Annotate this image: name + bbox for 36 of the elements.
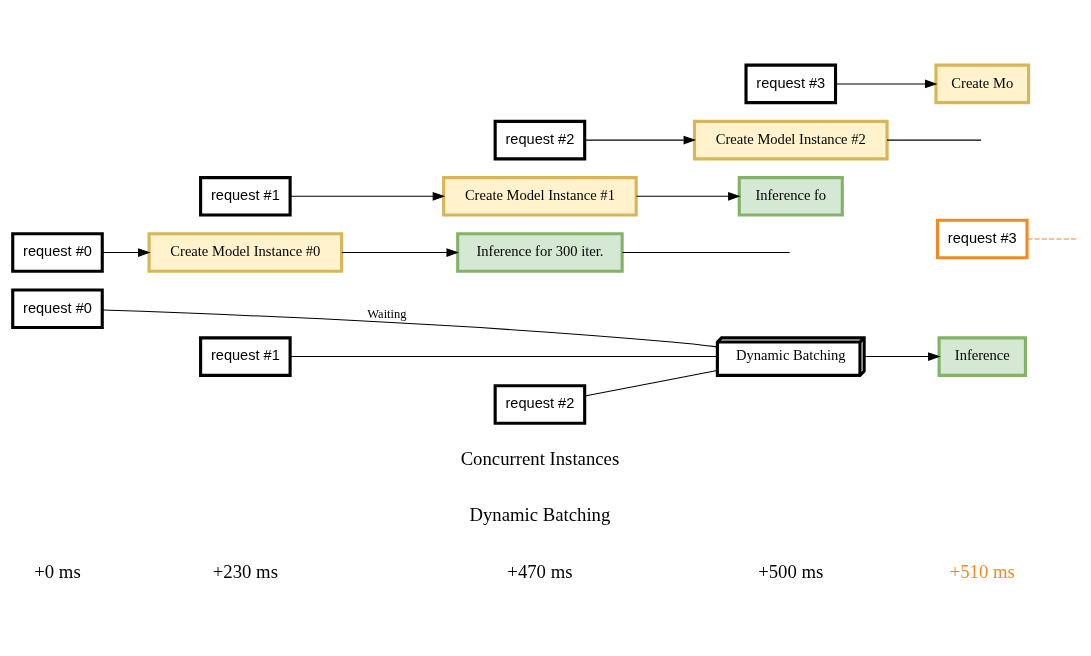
node-box: request #0 [11, 231, 104, 273]
node-box: request #2 [493, 119, 587, 160]
connector [101, 309, 718, 347]
arrow [341, 247, 459, 257]
node-box: request #1 [199, 335, 292, 377]
arrow [102, 247, 151, 257]
label: +0 ms [34, 560, 81, 582]
node-box: request #3 [935, 218, 1029, 259]
arrow [289, 191, 446, 201]
label: Concurrent Instances [460, 447, 620, 469]
label: +510 ms [949, 560, 1015, 582]
arrow [635, 191, 741, 201]
node-box: Inference [937, 335, 1028, 377]
node-box: Inference fo [737, 175, 844, 217]
edge-label: Waiting [367, 306, 407, 321]
arrow [835, 79, 938, 88]
node-box: Create Model Instance #0 [147, 231, 344, 273]
label: Dynamic Batching [469, 503, 611, 525]
node-box: Inference for 300 iter. [456, 231, 624, 273]
node-box: Create Model Instance #2 [692, 119, 889, 160]
node-box: request #2 [493, 383, 587, 425]
arrow [584, 135, 697, 144]
label: +230 ms [212, 560, 278, 582]
node-box: request #3 [744, 63, 838, 104]
connector [1026, 237, 1078, 239]
node-box: Create Model Instance #1 [442, 175, 638, 217]
arrow [863, 351, 941, 361]
connector [886, 139, 982, 141]
node-box: request #0 [11, 287, 104, 329]
label: +470 ms [507, 560, 573, 582]
node-box: Create Mo [934, 63, 1031, 104]
connector [584, 369, 718, 397]
node-box: request #1 [199, 175, 292, 217]
connector [289, 355, 718, 357]
connector [621, 251, 791, 253]
label: +500 ms [758, 560, 824, 582]
